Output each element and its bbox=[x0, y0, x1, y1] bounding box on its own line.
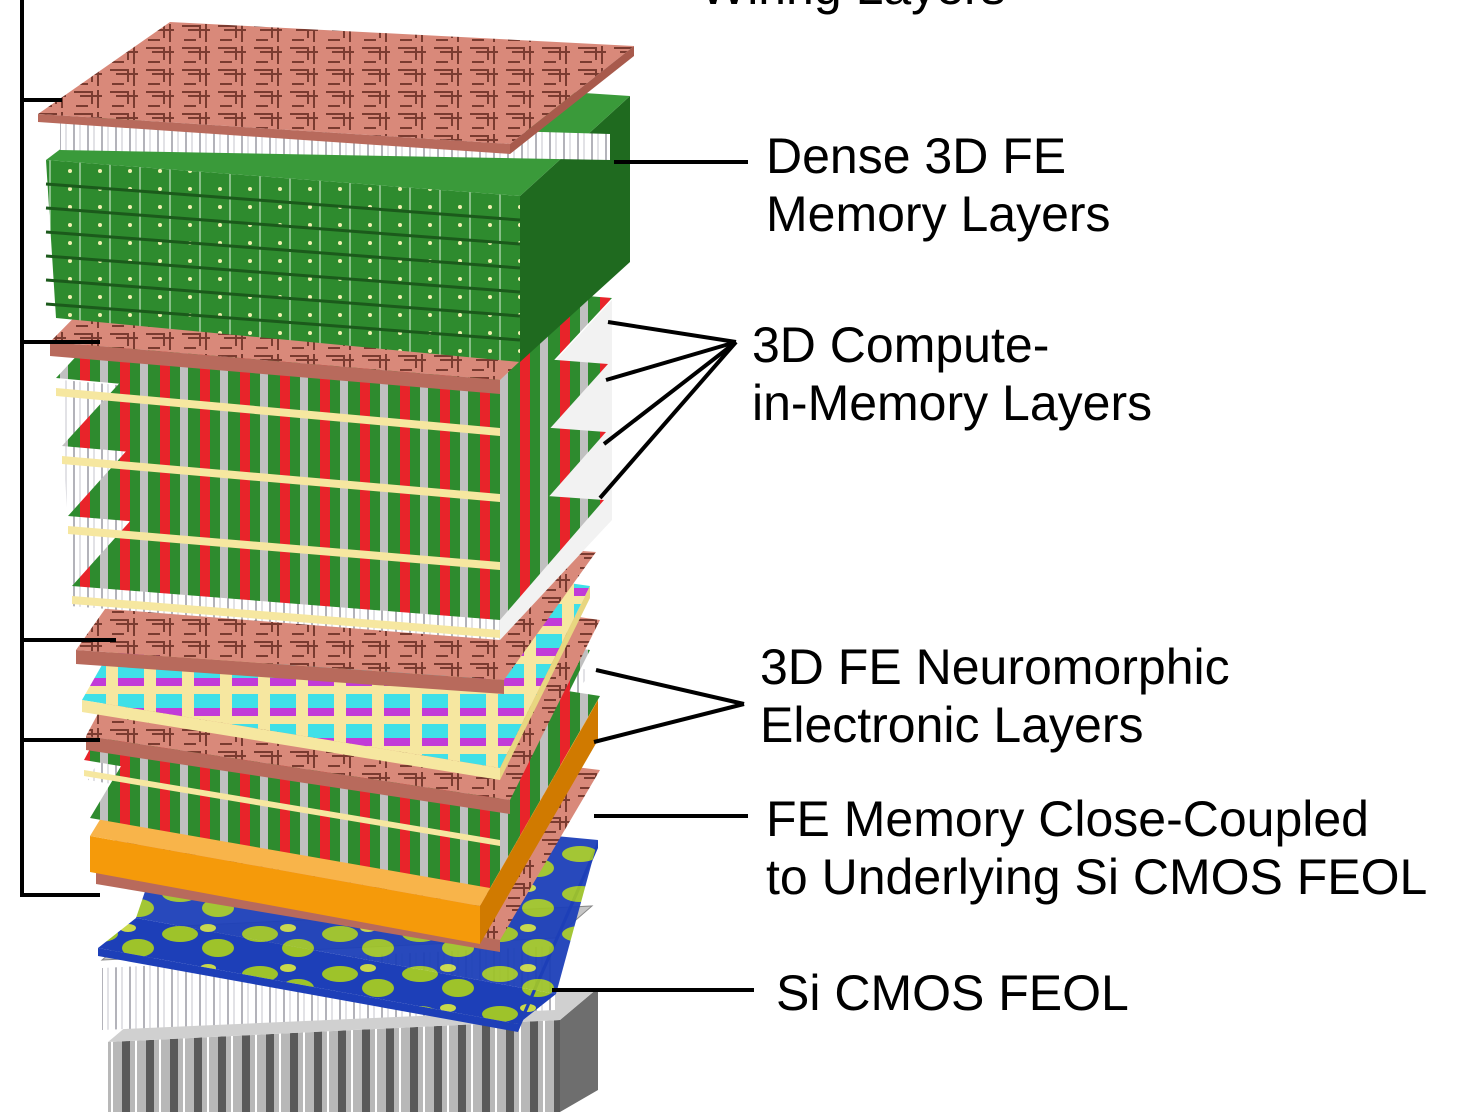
compute-leader-4 bbox=[598, 340, 738, 500]
leader-lines bbox=[20, 0, 754, 992]
compute-in-memory-label-line1: 3D Compute- bbox=[752, 317, 1049, 373]
wiring-label: Wiring Layers bbox=[700, 0, 1006, 15]
neuromorphic-label-line1: 3D FE Neuromorphic bbox=[760, 639, 1230, 695]
compute-leader-2 bbox=[605, 340, 737, 382]
wiring-layer-top bbox=[38, 22, 634, 154]
close-coupled-label-line1: FE Memory Close-Coupled bbox=[766, 791, 1369, 847]
labels: Wiring Layers Dense 3D FE Memory Layers … bbox=[700, 0, 1427, 1021]
compute-leader-3 bbox=[602, 340, 738, 446]
wiring-bracket bbox=[20, 0, 100, 897]
compute-in-memory-label-line2: in-Memory Layers bbox=[752, 375, 1152, 431]
dense-memory-label-line1: Dense 3D FE bbox=[766, 128, 1066, 184]
dense-memory-label-line2: Memory Layers bbox=[766, 186, 1111, 242]
neuromorphic-label-line2: Electronic Layers bbox=[760, 697, 1144, 753]
close-coupled-label-line2: to Underlying Si CMOS FEOL bbox=[766, 849, 1427, 905]
cmos-label: Si CMOS FEOL bbox=[776, 965, 1129, 1021]
neuromorphic-leader-1 bbox=[595, 668, 745, 706]
compute-leader-1 bbox=[607, 320, 737, 344]
neuromorphic-leader-2 bbox=[593, 702, 745, 744]
layer-stack bbox=[38, 22, 634, 1112]
